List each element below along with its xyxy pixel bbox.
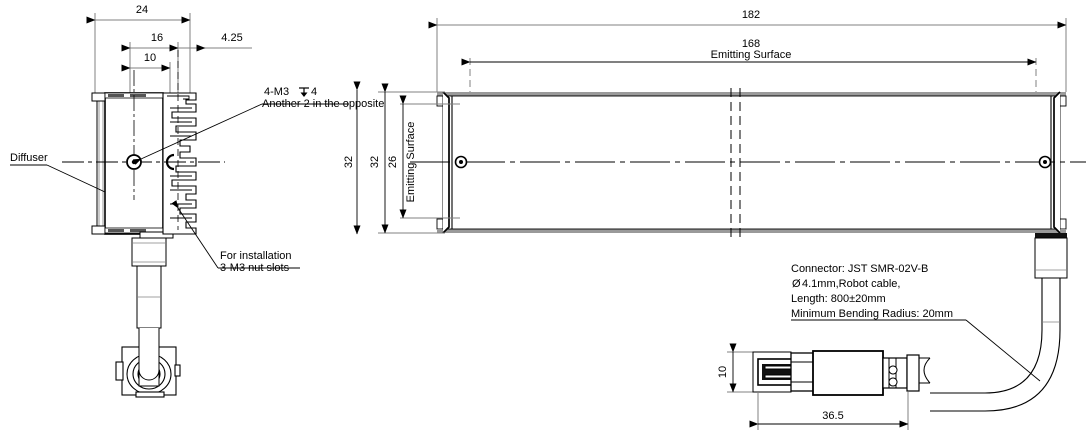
side-view-group: 24 16 4.25 10 (10, 4, 384, 398)
note-cable-length: Length: 800±20mm (791, 293, 886, 305)
dimension-side-width-24: 24 (86, 4, 191, 95)
dimension-front-height-26: 26 Emitting Surface (387, 95, 460, 219)
dim-label-168: 168 (742, 38, 760, 50)
nut-slot-marker (165, 153, 175, 171)
connector-overmold (812, 350, 884, 396)
label-emitting-surface-top: Emitting Surface (711, 49, 792, 61)
mounting-post (131, 237, 167, 329)
dim-label-16: 16 (151, 32, 163, 44)
note-cable-diameter: 4.1mm,Robot cable, (802, 278, 900, 290)
leader-nut-slots: For installation 3-M3 nut slots (171, 200, 300, 274)
note-connector-type: Connector: JST SMR-02V-B (791, 263, 928, 275)
dim-label-front-32: 32 (369, 156, 381, 168)
dim-label-26: 26 (387, 156, 399, 168)
dim-label-365: 36.5 (822, 410, 843, 422)
note-diameter-symbol: Ø (792, 278, 801, 290)
label-emitting-surface-left: Emitting Surface (405, 122, 417, 203)
dim-label-182: 182 (742, 9, 760, 21)
cable-note-block: Connector: JST SMR-02V-B Ø 4.1mm,Robot c… (791, 263, 1041, 382)
dimension-side-height-32: 32 (343, 81, 361, 235)
dimension-connector-length-365: 36.5 (749, 392, 909, 430)
dim-label-side-32: 32 (343, 156, 355, 168)
connector-housing (752, 351, 819, 393)
dim-label-connector-10: 10 (717, 366, 729, 378)
dimension-side-width-10: 10 (121, 52, 171, 95)
swivel-joint (115, 327, 181, 398)
connector-strain-relief (882, 354, 920, 392)
dimension-front-length-182: 182 (428, 9, 1067, 92)
front-view-tapped-hole-right (1038, 155, 1052, 169)
dim-label-10: 10 (144, 52, 156, 64)
label-3m3-nut-slots: 3-M3 nut slots (220, 262, 290, 274)
label-another-2-opposite: Another 2 in the opposite (262, 98, 384, 110)
cable-group (865, 233, 1068, 412)
tapped-hole-marker (126, 154, 142, 170)
dim-label-24: 24 (136, 4, 148, 16)
dimension-side-offset-425: 4.25 (178, 32, 252, 95)
depth-symbol-icon (299, 87, 309, 97)
dimension-front-height-32: 32 (369, 83, 445, 234)
label-depth-value: 4 (311, 86, 317, 98)
dim-label-425: 4.25 (221, 32, 242, 44)
label-4m3: 4-M3 (264, 86, 289, 98)
label-diffuser: Diffuser (10, 152, 48, 164)
front-view-tapped-hole-left (454, 155, 468, 169)
front-view-group: 182 168 Emitting Surface (369, 9, 1086, 240)
front-view-body (436, 88, 1067, 240)
side-view-centerlines (62, 50, 225, 230)
label-for-installation: For installation (220, 250, 292, 262)
cable-gland (1034, 233, 1068, 279)
connector-detail-group: 10 3 (717, 343, 920, 430)
leader-diffuser: Diffuser (10, 152, 106, 193)
note-bend-radius: Minimum Bending Radius: 20mm (791, 308, 953, 320)
cable-bend (930, 278, 1061, 412)
